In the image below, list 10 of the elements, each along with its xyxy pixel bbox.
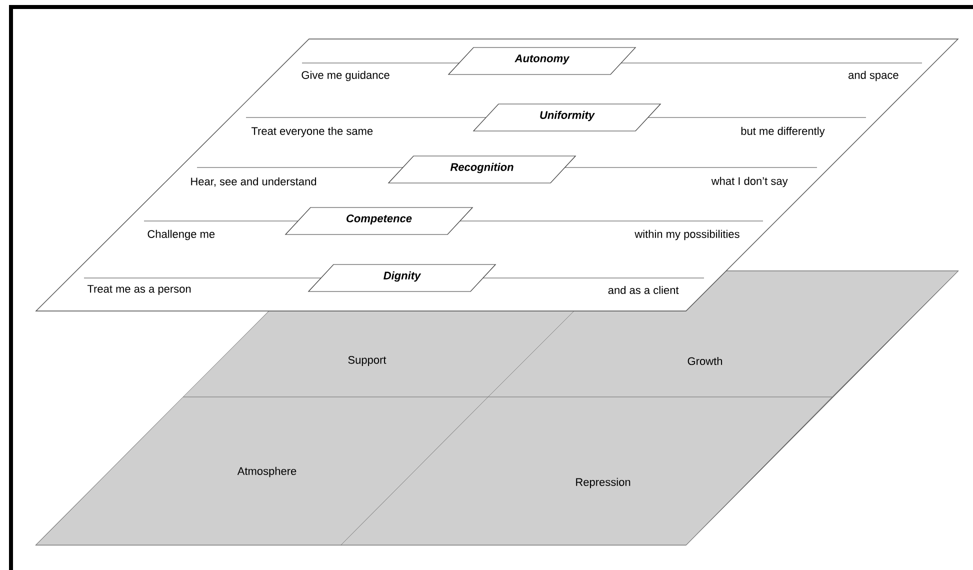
quadrant: Repression [340, 396, 832, 546]
phrase-label: Treat everyone the same [251, 126, 373, 138]
phrase-label: what I don’t say [711, 176, 788, 188]
phrase-label: but me differently [741, 126, 825, 138]
phrase-label: within my possibilities [634, 230, 740, 240]
phrase-label: Give me guidance [302, 70, 390, 82]
quadrant: Atmosphere [36, 396, 488, 546]
phrase-label: Hear, see and understand [191, 177, 316, 187]
phrase-label: and space [848, 70, 898, 82]
phrase-label: Challenge me [148, 230, 215, 240]
